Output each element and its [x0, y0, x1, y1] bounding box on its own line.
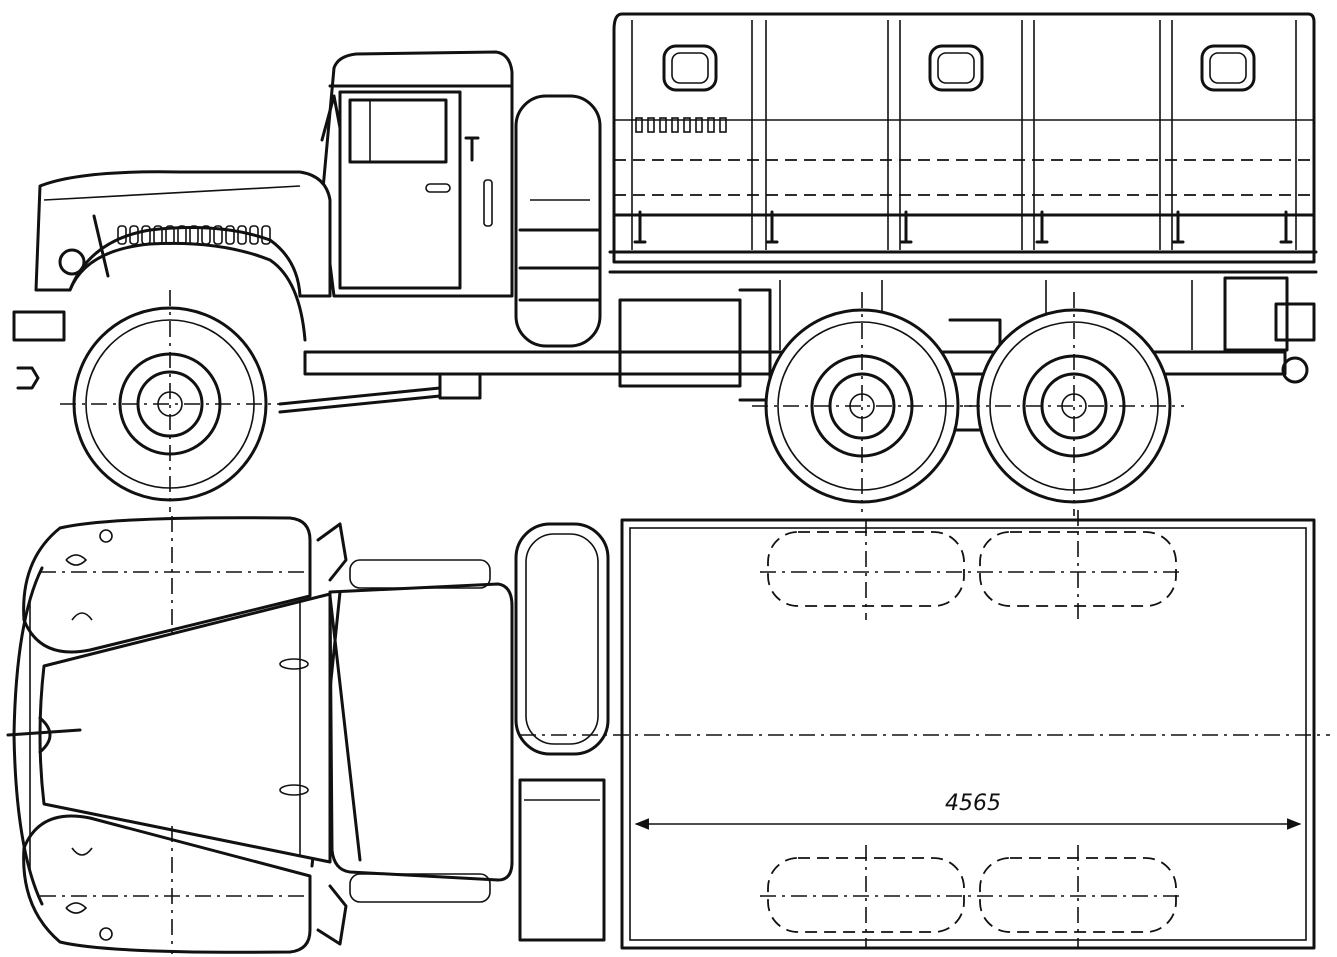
canopy-window: [662, 44, 718, 92]
spare-tire: [514, 94, 602, 348]
hood: [12, 170, 332, 390]
cab-door: [338, 90, 462, 290]
cargo-canopy: [608, 12, 1318, 274]
cargo-body-top: [520, 510, 1330, 950]
headlight: [58, 248, 86, 276]
top-view: 4565: [6, 510, 1330, 954]
spare-tire-top: [514, 522, 610, 942]
cab: [320, 50, 514, 298]
cab-window: [348, 98, 448, 164]
length-dimension: 4565: [634, 791, 1302, 830]
last-rear-wheel: [964, 292, 1184, 516]
front-wheel: [60, 290, 280, 512]
dimension-label: 4565: [945, 791, 1001, 816]
left-fender-top: [22, 516, 312, 654]
right-fender-top: [22, 814, 312, 954]
front-bumper: [12, 310, 66, 342]
canopy-window: [1200, 44, 1256, 92]
canopy-window: [928, 44, 984, 92]
hood-top: [6, 592, 332, 864]
front-bumper-top: [12, 566, 44, 906]
middle-rear-wheel: [752, 292, 972, 512]
side-view: [12, 12, 1318, 516]
